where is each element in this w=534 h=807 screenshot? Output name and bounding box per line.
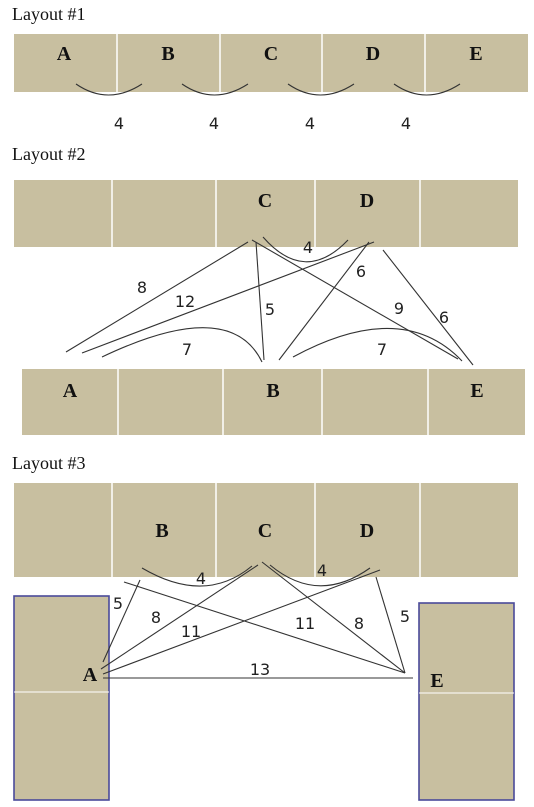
layout2-arc-be: [292, 327, 463, 362]
layout3-left-panel: [13, 595, 110, 801]
layout2-bottom-row: [22, 369, 525, 435]
layout3-line-be: [123, 581, 406, 674]
layout2-arc-cd: [262, 236, 349, 263]
layout2-dist-ce: 9: [394, 299, 404, 318]
layout3-right-panel: [418, 602, 515, 801]
layout2-cell-e: E: [470, 380, 483, 402]
layout3-dist-ad: 11: [181, 622, 201, 641]
layout1-dist-de: 4: [401, 114, 411, 133]
layout2-line-cb: [255, 241, 265, 361]
layout1-cell-c: C: [264, 43, 278, 65]
layout3-arc-bc: [141, 565, 253, 587]
layout1-arc-bc: [181, 83, 249, 96]
layout1-title: Layout #1: [12, 4, 86, 24]
layout1-row: [14, 34, 528, 92]
layout2-line-ce: [251, 239, 459, 360]
layout2-dist-db: 6: [356, 262, 366, 281]
layout2-dist-ad: 12: [175, 292, 195, 311]
layout3-cell-e: E: [430, 670, 443, 692]
layout2-arc-ab: [101, 327, 263, 363]
layout3-dist-de: 5: [400, 607, 410, 626]
layout2-dist-cb: 5: [265, 300, 275, 319]
layout2-line-ad: [81, 241, 375, 354]
layout3-cell-d: D: [360, 520, 374, 542]
layout3-arc-cd: [269, 564, 371, 587]
layout1-arc-de: [393, 83, 461, 96]
layout3-dist-ab: 5: [113, 594, 123, 613]
layout2-cell-b: B: [266, 380, 279, 402]
layout1-dist-ab: 4: [114, 114, 124, 133]
layout1-arc-ab: [75, 83, 143, 96]
layout2-dist-de: 6: [439, 308, 449, 327]
layout2-cell-a: A: [63, 380, 78, 402]
layout3-cell-c: C: [258, 520, 272, 542]
layout1-cell-a: A: [57, 43, 72, 65]
layout2-dist-ab: 7: [182, 340, 192, 359]
layout2-line-ac: [65, 241, 249, 353]
layout3-line-ab: [102, 579, 141, 663]
layout3-dist-ae: 13: [250, 660, 270, 679]
layout3-line-de: [375, 576, 406, 674]
layout3-dist-bc: 4: [196, 569, 206, 588]
layout3-cell-b: B: [155, 520, 168, 542]
layout3-dist-be: 11: [295, 614, 315, 633]
layout1-cell-d: D: [366, 43, 380, 65]
layout2-dist-ac: 8: [137, 278, 147, 297]
layout3-title: Layout #3: [12, 453, 86, 473]
layout1-arc-cd: [287, 83, 355, 96]
layout2-top-row: [14, 180, 518, 247]
layout2-title: Layout #2: [12, 144, 86, 164]
layout3-line-ac: [100, 564, 259, 670]
layout3-dist-ac: 8: [151, 608, 161, 627]
layout2-line-de: [382, 249, 474, 366]
layout2-cell-d: D: [360, 190, 374, 212]
layout2-cell-c: C: [258, 190, 272, 212]
layout1-dist-cd: 4: [305, 114, 315, 133]
layout3-dist-cd: 4: [317, 561, 327, 580]
layout2-dist-cd: 4: [303, 238, 313, 257]
layout1-dist-bc: 4: [209, 114, 219, 133]
layout3-top-row: [14, 483, 518, 577]
layout3-cell-a: A: [83, 664, 98, 686]
layout2-dist-be: 7: [377, 340, 387, 359]
layout3-dist-ce: 8: [354, 614, 364, 633]
layout1-cell-e: E: [469, 43, 482, 65]
layout3-line-ad: [102, 569, 381, 675]
layout2-line-db: [278, 241, 370, 361]
layout3-line-ce: [261, 561, 406, 674]
layout1-cell-b: B: [161, 43, 174, 65]
